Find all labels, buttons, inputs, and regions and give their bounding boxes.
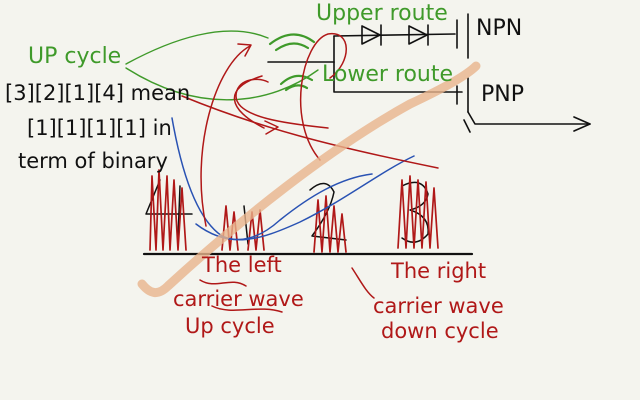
right-wave-label-line-1: The right: [391, 259, 487, 283]
lower-route-arc: [279, 74, 314, 86]
output-arrow-icon: [573, 116, 591, 132]
lower-route-arc: [284, 84, 309, 92]
route-arcs: [268, 33, 316, 92]
upper-route-wire: [333, 33, 456, 37]
red-annotations: [181, 33, 439, 313]
npn-label: NPN: [476, 16, 523, 41]
ground-tick: [463, 119, 471, 133]
circuit-sketch: [267, 13, 591, 133]
highlighter-stroke: [137, 61, 481, 297]
lower-route-wire: [333, 61, 463, 93]
underline-right: [351, 267, 375, 299]
up-cycle-label: UP cycle: [28, 44, 122, 69]
diode-icon: [408, 25, 428, 45]
callout-to-upper-route: [125, 30, 269, 65]
digit-1: [243, 205, 249, 245]
left-wave-label-line-3: Up cycle: [185, 314, 275, 338]
output-wire: [467, 111, 591, 125]
arrow-loop-right: [235, 78, 329, 129]
lower-route-label: Lower route: [322, 62, 454, 87]
callout-to-lower-route: [125, 67, 319, 101]
right-carrier-burst: [313, 195, 347, 253]
right-carrier-burst: [397, 175, 439, 249]
transistor-npn-symbol: [456, 13, 469, 59]
left-wave-label-line-2: carrier wave: [173, 287, 304, 311]
upper-route-arc: [268, 33, 316, 46]
right-wave-label-line-3: down cycle: [381, 319, 499, 343]
digit-2: [309, 182, 347, 241]
connector-to-right-wave: [181, 95, 439, 169]
binary-note-line-1: [3][2][1][4] mean: [5, 81, 191, 105]
left-wave-label-line-1: The left: [202, 253, 282, 277]
upper-route-label: Upper route: [316, 1, 448, 26]
underline-left: [199, 279, 283, 313]
diode-icon: [361, 25, 381, 45]
arrow-head-icon: [264, 120, 279, 135]
binary-note-line-3: term of binary: [18, 149, 168, 173]
up-cycle-callouts: [125, 30, 319, 101]
left-carrier-burst: [149, 169, 187, 251]
upper-route-arc: [274, 42, 310, 52]
arrow-head-icon: [237, 43, 252, 57]
transistor-pnp-symbol: [456, 77, 469, 113]
binary-note-line-2: [1][1][1][1] in: [27, 116, 172, 140]
arrow-loop-to-upper-route: [200, 45, 251, 227]
arrow-loop-top: [299, 33, 347, 161]
pnp-label: PNP: [481, 82, 524, 107]
right-wave-label-line-2: carrier wave: [373, 294, 504, 318]
signal-curve-down-up: [171, 117, 373, 241]
